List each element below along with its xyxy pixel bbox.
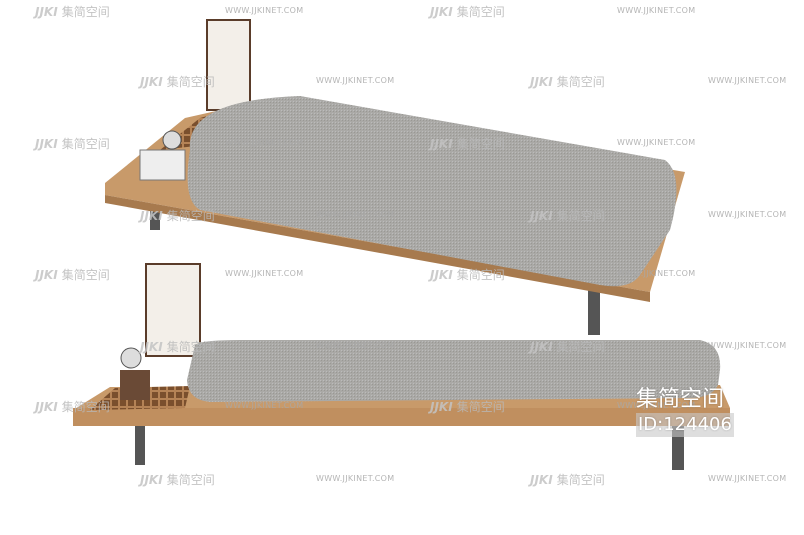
watermark-url: WWW.JJKINET.COM bbox=[708, 474, 787, 483]
logo-text: 集简空间 bbox=[556, 340, 605, 354]
cushion bbox=[187, 340, 721, 402]
logo-mark: JJKI bbox=[35, 268, 58, 282]
watermark-url: WWW.JJKINET.COM bbox=[316, 341, 395, 350]
watermark-url: WWW.JJKINET.COM bbox=[225, 269, 304, 278]
watermark-url: WWW.JJKINET.COM bbox=[225, 6, 304, 15]
logo-mark: JJKI bbox=[430, 5, 453, 19]
logo-mark: JJKI bbox=[530, 340, 553, 354]
logo-mark: JJKI bbox=[530, 473, 553, 487]
watermark-url: WWW.JJKINET.COM bbox=[708, 341, 787, 350]
watermark-url: WWW.JJKINET.COM bbox=[316, 210, 395, 219]
logo-mark: JJKI bbox=[530, 209, 553, 223]
watermark-url: WWW.JJKINET.COM bbox=[617, 269, 696, 278]
lamp bbox=[206, 19, 251, 111]
figurine bbox=[162, 130, 182, 150]
books bbox=[139, 149, 186, 181]
leg bbox=[588, 290, 600, 335]
leg bbox=[150, 205, 160, 230]
leg bbox=[135, 425, 145, 465]
logo-text: 集简空间 bbox=[166, 340, 215, 354]
logo-text: 集简空间 bbox=[61, 5, 110, 19]
figurine bbox=[120, 347, 142, 369]
logo-text: 集简空间 bbox=[61, 268, 110, 282]
figurine-base bbox=[120, 370, 150, 400]
watermark-url: WWW.JJKINET.COM bbox=[708, 76, 787, 85]
watermark-url: WWW.JJKINET.COM bbox=[617, 138, 696, 147]
logo-mark: JJKI bbox=[35, 5, 58, 19]
logo-text: 集简空间 bbox=[456, 137, 505, 151]
watermark-url: WWW.JJKINET.COM bbox=[316, 474, 395, 483]
logo-text: 集简空间 bbox=[556, 75, 605, 89]
logo-text: 集简空间 bbox=[61, 137, 110, 151]
top-daybed bbox=[105, 19, 685, 335]
badge-id: ID:124406 bbox=[636, 413, 734, 437]
logo-mark: JJKI bbox=[140, 473, 163, 487]
watermark-url: WWW.JJKINET.COM bbox=[316, 76, 395, 85]
bottom-daybed bbox=[73, 263, 730, 470]
watermark-url: WWW.JJKINET.COM bbox=[617, 401, 696, 410]
watermark-url: WWW.JJKINET.COM bbox=[225, 138, 304, 147]
logo-text: 集简空间 bbox=[166, 75, 215, 89]
watermark-url: WWW.JJKINET.COM bbox=[708, 210, 787, 219]
logo-text: 集简空间 bbox=[456, 5, 505, 19]
logo-text: 集简空间 bbox=[556, 209, 605, 223]
logo-text: 集简空间 bbox=[166, 209, 215, 223]
id-badge: 集简空间 ID:124406 bbox=[636, 388, 734, 437]
logo-text: 集简空间 bbox=[556, 473, 605, 487]
logo-text: 集简空间 bbox=[456, 268, 505, 282]
logo-mark: JJKI bbox=[530, 75, 553, 89]
badge-title: 集简空间 bbox=[636, 387, 725, 412]
logo-text: 集简空间 bbox=[166, 473, 215, 487]
logo-mark: JJKI bbox=[35, 400, 58, 414]
logo-mark: JJKI bbox=[140, 75, 163, 89]
watermark-url: WWW.JJKINET.COM bbox=[617, 6, 696, 15]
logo-mark: JJKI bbox=[430, 137, 453, 151]
logo-mark: JJKI bbox=[140, 209, 163, 223]
logo-mark: JJKI bbox=[430, 400, 453, 414]
watermark-url: WWW.JJKINET.COM bbox=[225, 401, 304, 410]
logo-mark: JJKI bbox=[35, 137, 58, 151]
lamp bbox=[145, 263, 201, 357]
cushion bbox=[187, 96, 677, 287]
logo-text: 集简空间 bbox=[456, 400, 505, 414]
logo-mark: JJKI bbox=[140, 340, 163, 354]
logo-mark: JJKI bbox=[430, 268, 453, 282]
logo-text: 集简空间 bbox=[61, 400, 110, 414]
